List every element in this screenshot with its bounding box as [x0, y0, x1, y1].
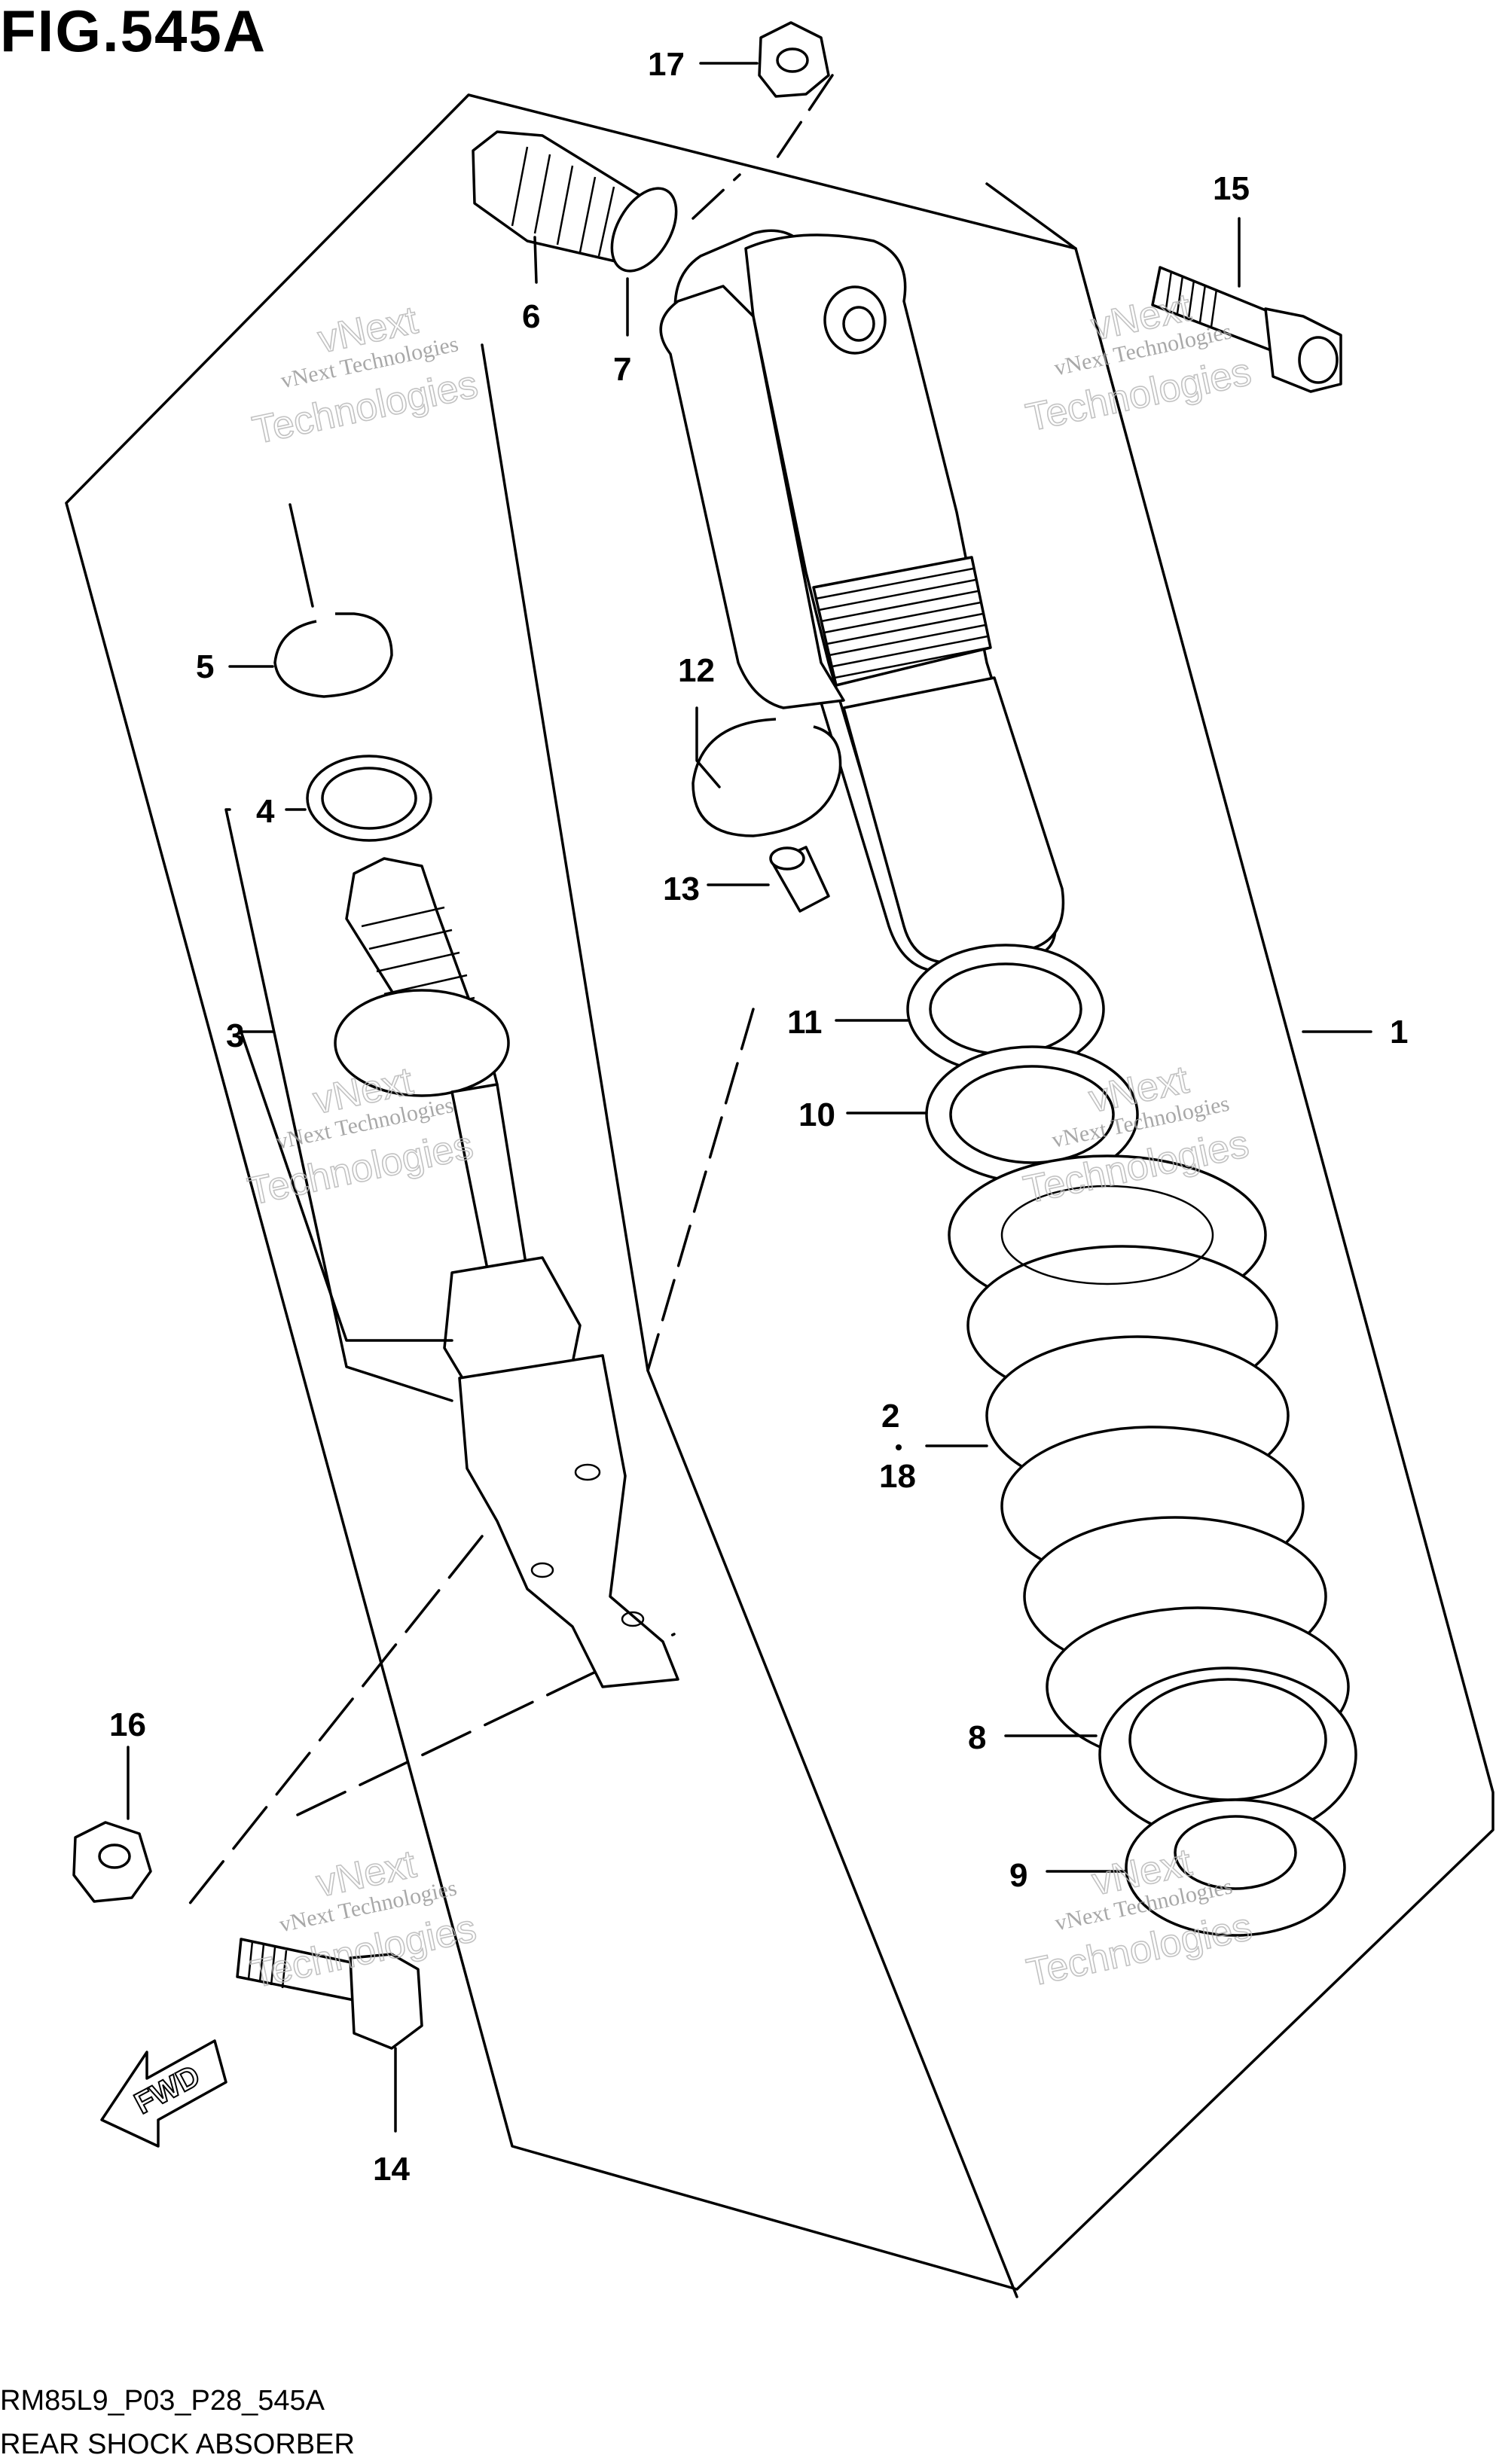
callout-2: 2	[881, 1398, 899, 1435]
bolt-15	[1151, 266, 1342, 393]
nut-17	[758, 21, 830, 98]
rod-assembly-3	[334, 857, 679, 1688]
valve-13	[769, 846, 830, 913]
figure-code: RM85L9_P03_P28_545A	[0, 2385, 325, 2417]
callout-17: 17	[648, 46, 685, 83]
callout-7: 7	[613, 351, 631, 388]
callout-3: 3	[226, 1017, 244, 1054]
callout-8: 8	[968, 1719, 986, 1756]
circlip-5	[273, 612, 393, 698]
assembly-outline	[65, 93, 1494, 2291]
watermark-5: vNext Technologies vNext Technologies	[246, 1841, 481, 1997]
nut-16	[72, 1821, 152, 1903]
callout-4: 4	[256, 793, 275, 830]
figure-name: REAR SHOCK ABSORBER	[0, 2429, 355, 2460]
adjuster-nut-10	[925, 1045, 1139, 1184]
callout-14: 14	[373, 2151, 410, 2188]
centerline	[646, 74, 834, 1372]
bolt-14	[236, 1938, 423, 2050]
callout-10: 10	[798, 1096, 835, 1133]
leader-15-frame	[985, 182, 1077, 250]
fwd-arrow: FWD	[100, 2039, 227, 2148]
callout-9: 9	[1009, 1857, 1027, 1894]
callout-5: 5	[196, 648, 214, 685]
callout-dot	[896, 1444, 902, 1450]
callout-13: 13	[663, 871, 700, 907]
ring-7	[610, 187, 678, 273]
leader-lines	[127, 62, 1372, 2133]
callout-16: 16	[109, 1706, 146, 1743]
callout-6: 6	[522, 298, 540, 335]
callout-11: 11	[787, 1004, 823, 1041]
figure-title: FIG.545A	[0, 0, 267, 64]
watermark-1: vNext Technologies vNext Technologies	[249, 297, 483, 453]
callout-15: 15	[1213, 170, 1250, 207]
spring-seat-8	[1098, 1667, 1357, 1843]
shock-body	[659, 229, 1065, 973]
callout-12: 12	[678, 652, 715, 689]
coil-spring-2	[948, 1154, 1350, 1767]
callout-18: 18	[879, 1458, 916, 1495]
callout-1: 1	[1390, 1014, 1408, 1051]
lock-nut-11	[906, 944, 1105, 1075]
stopper-9	[1125, 1798, 1346, 1937]
circlip-12	[692, 718, 842, 837]
